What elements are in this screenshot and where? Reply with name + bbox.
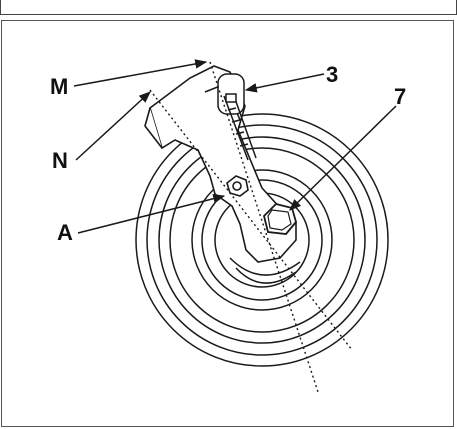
adjuster-nut xyxy=(225,93,237,103)
slot-tick xyxy=(231,119,241,123)
label-7: 7 xyxy=(394,84,406,109)
leader-3 xyxy=(244,73,325,93)
label-n: N xyxy=(52,148,68,173)
bolt-a-hex xyxy=(226,175,249,197)
slot-line-right xyxy=(233,95,257,159)
label-3: 3 xyxy=(326,62,338,87)
label-a: A xyxy=(57,220,73,245)
pulley-ring-3 xyxy=(158,136,366,344)
leader-m xyxy=(73,59,208,87)
label-m: M xyxy=(50,74,68,99)
slot-tick xyxy=(239,143,249,147)
pulley-ring-2 xyxy=(146,124,378,356)
hub-shading xyxy=(229,257,301,276)
pulley-ring-5 xyxy=(191,169,333,311)
adjuster-slot xyxy=(217,73,257,161)
pulley-rings xyxy=(135,113,389,367)
leader-lines xyxy=(73,59,397,234)
hub-shading-2 xyxy=(235,267,297,284)
bolt-a xyxy=(226,175,249,197)
slot-line-left xyxy=(223,95,249,161)
slot-tick xyxy=(235,131,245,135)
leader-7 xyxy=(289,105,397,211)
pulley-ring-outer xyxy=(135,113,389,367)
bracket-foot xyxy=(144,107,163,149)
leader-a xyxy=(77,194,226,234)
leader-n xyxy=(75,91,151,161)
pulley-ring-4 xyxy=(169,147,355,333)
pulley-ring-6 xyxy=(201,179,323,301)
slot-tick xyxy=(227,107,237,111)
